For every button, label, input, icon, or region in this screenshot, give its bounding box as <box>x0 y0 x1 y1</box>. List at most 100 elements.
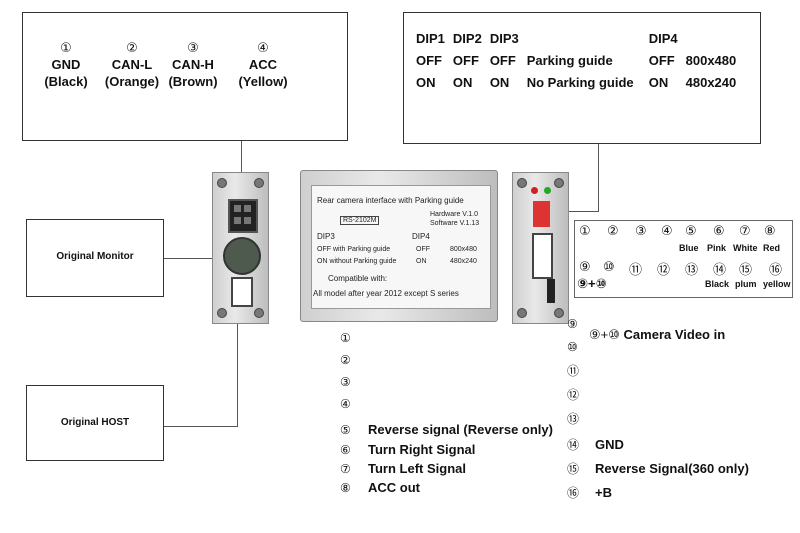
wire-dip-vertical <box>598 144 599 212</box>
dip-row: ON ON ON No Parking guide ON 480x240 <box>416 71 740 93</box>
device-dip4: DIP4 <box>412 232 430 241</box>
screw-icon <box>554 178 564 188</box>
left-connector-plate <box>212 172 269 324</box>
pin-color: (Yellow) <box>238 74 288 89</box>
pin-color: (Black) <box>44 74 88 89</box>
pin-row: ③ <box>340 374 368 389</box>
dip-cell: Parking guide <box>526 52 613 68</box>
pin-number: ⑧ <box>340 481 351 495</box>
pin-name: CAN-L <box>111 57 153 72</box>
device-row2-right: 480x240 <box>450 258 477 265</box>
can-pin-3: ③ CAN-H (Brown) <box>163 39 223 90</box>
device-dip3: DIP3 <box>317 232 335 241</box>
device-row1-left: OFF with Parking guide <box>317 246 391 253</box>
pin-row: ④ <box>340 396 368 411</box>
device-model: RS-2102M <box>340 216 380 225</box>
can-pin-4: ④ ACC (Yellow) <box>231 39 295 90</box>
pin-number: ③ <box>635 223 647 238</box>
pin-number: ⑨ <box>567 317 578 331</box>
pin-number: ⑪ <box>629 262 643 277</box>
dip-table: DIP1 DIP2 DIP3 DIP4 OFF OFF OFF Parking … <box>416 27 740 93</box>
red-led-icon <box>531 187 538 194</box>
dip-switch-icon <box>533 201 550 227</box>
pin-color: yellow <box>763 279 791 289</box>
wire-dip-horizontal <box>549 211 599 212</box>
pin-description: Reverse signal (Reverse only) <box>368 422 553 437</box>
can-pin-1: ① GND (Black) <box>39 39 93 90</box>
pin-number: ⑤ <box>685 223 697 238</box>
pin-row: ⑥ Turn Right Signal <box>340 442 475 457</box>
pin-description: Camera Video in <box>623 327 726 342</box>
screw-icon <box>254 308 264 318</box>
screw-icon <box>217 178 227 188</box>
original-host-box: Original HOST <box>26 385 164 461</box>
pin-number: ⑥ <box>713 223 725 238</box>
interface-device: Rear camera interface with Parking guide… <box>300 170 498 322</box>
device-row2-mid: ON <box>416 258 427 265</box>
combo-pin-label: ⑨+⑩ <box>577 276 607 291</box>
dip-cell: OFF <box>416 52 442 68</box>
pin-number: ⑬ <box>685 262 699 277</box>
pin-description: +B <box>595 485 612 500</box>
pin-number: ⑦ <box>340 462 351 476</box>
pin-number: ⑧ <box>764 223 776 238</box>
dip-cell: OFF <box>648 52 675 68</box>
video-connector-icon <box>547 279 555 303</box>
pin-number: ⑩ <box>567 340 578 354</box>
dip-header-row: DIP1 DIP2 DIP3 DIP4 <box>416 27 740 49</box>
dip-mode-header <box>523 27 645 49</box>
pin-number: ⑥ <box>340 443 351 457</box>
pin-number: ② <box>340 353 351 367</box>
pin-row: ⑪ <box>567 362 595 379</box>
pin-number: ⑫ <box>657 262 671 277</box>
green-led-icon <box>544 187 551 194</box>
screw-icon <box>517 308 527 318</box>
pin-color: (Brown) <box>168 74 218 89</box>
pin-number: ① <box>60 40 72 55</box>
pin-number: ⑨ <box>579 259 591 274</box>
pin-color: Black <box>705 279 730 289</box>
dip4-header: DIP4 <box>648 30 678 46</box>
pin-description: Turn Right Signal <box>368 442 476 457</box>
pin-description: Turn Left Signal <box>368 461 466 476</box>
pin-number: ③ <box>340 375 351 389</box>
dip2-header: DIP2 <box>452 30 482 46</box>
host-connector-icon <box>231 277 253 307</box>
device-software: Software V.1.13 <box>430 220 480 227</box>
pin-row: ⑩ <box>567 339 595 354</box>
pin-number: ⑮ <box>739 262 753 277</box>
pin-number: ⑭ <box>713 262 727 277</box>
dip-cell: ON <box>416 74 436 90</box>
can-pin-box: ① GND (Black) ② CAN-L (Orange) ③ CAN-H (… <box>22 12 348 141</box>
screw-icon <box>254 178 264 188</box>
dip-cell: ON <box>452 74 473 90</box>
pin-row: ① <box>340 330 368 345</box>
wire-monitor-to-connector <box>164 258 228 259</box>
pin-number: ② <box>126 40 138 55</box>
camera-video-row: ⑨+⑩ Camera Video in <box>589 327 725 343</box>
pin-number: ① <box>579 223 591 238</box>
can-connector-icon <box>228 199 258 233</box>
pin-color: Blue <box>679 243 699 253</box>
dip-table-box: DIP1 DIP2 DIP3 DIP4 OFF OFF OFF Parking … <box>403 12 761 144</box>
pin-row: ⑯+B <box>567 484 612 501</box>
screw-icon <box>517 178 527 188</box>
pin-number: ② <box>607 223 619 238</box>
pin-description: Reverse Signal(360 only) <box>595 461 749 476</box>
device-hardware: Hardware V.1.0 <box>430 211 478 218</box>
device-label-panel: Rear camera interface with Parking guide… <box>311 185 491 309</box>
pin-number: ⑪ <box>567 364 580 378</box>
dip-cell: No Parking guide <box>526 74 634 90</box>
pin-number: ⑭ <box>567 438 580 452</box>
device-title: Rear camera interface with Parking guide <box>317 196 464 205</box>
pin-number: ⑫ <box>567 388 580 402</box>
round-connector-icon <box>223 237 261 275</box>
pin-row: ⑬ <box>567 410 595 427</box>
pin-number: ① <box>340 331 351 345</box>
original-monitor-box: Original Monitor <box>26 219 164 297</box>
device-compat-text: All model after year 2012 except S serie… <box>313 289 459 298</box>
pin-number: ⑬ <box>567 412 580 426</box>
